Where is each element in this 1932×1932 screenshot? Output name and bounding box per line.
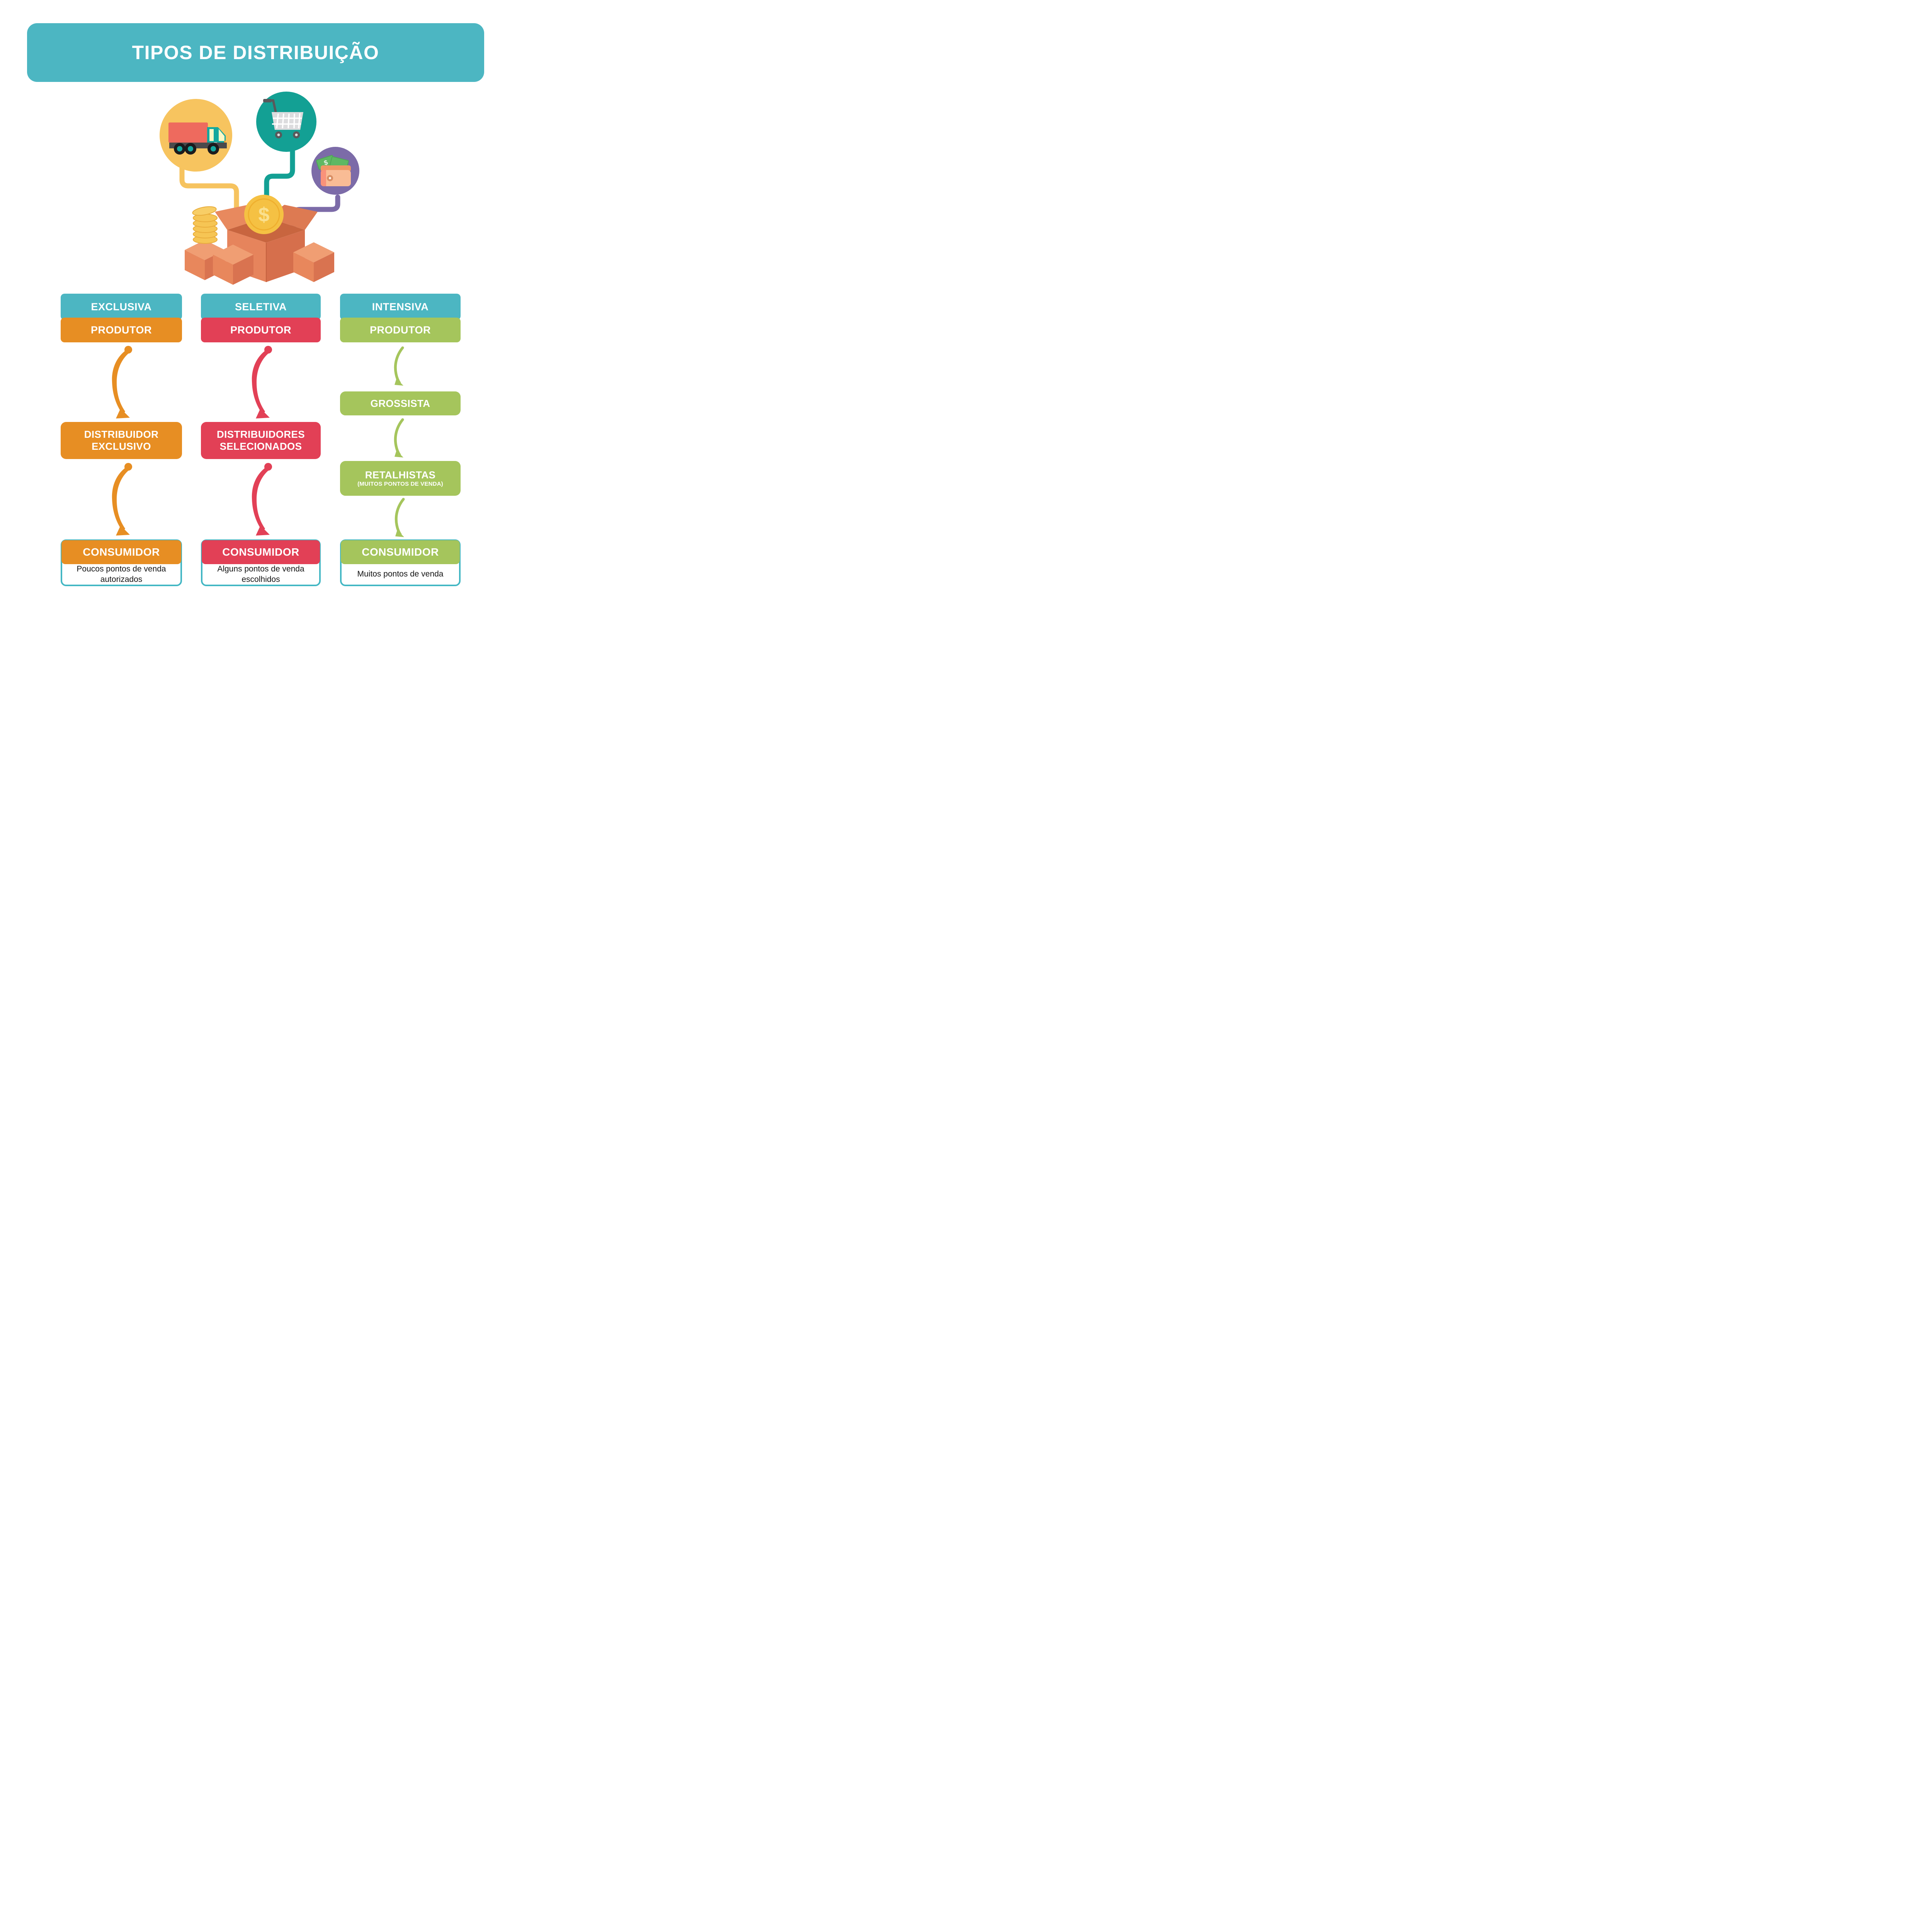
consumer-header: CONSUMIDOR bbox=[61, 540, 181, 564]
exclusiva-distributor-box: DISTRIBUIDOR EXCLUSIVO bbox=[61, 422, 182, 459]
curved-arrow-down-icon bbox=[252, 346, 272, 418]
distribution-illustration: $ $ bbox=[160, 92, 359, 285]
producer-label: PRODUTOR bbox=[90, 324, 152, 336]
seletiva-distributors-box: DISTRIBUIDORES SELECIONADOS bbox=[201, 422, 321, 459]
distributor-line1: DISTRIBUIDOR bbox=[84, 429, 159, 440]
consumer-note: Alguns pontos de venda escolhidos bbox=[217, 564, 304, 584]
package-cube-right bbox=[293, 242, 334, 282]
consumer-header: CONSUMIDOR bbox=[341, 540, 460, 564]
column-intensiva-type-band: INTENSIVA bbox=[340, 294, 461, 320]
consumer-label: CONSUMIDOR bbox=[83, 546, 160, 558]
teal-connector-line bbox=[264, 148, 295, 231]
distributor-line2: EXCLUSIVO bbox=[92, 440, 151, 452]
consumer-label: CONSUMIDOR bbox=[362, 546, 439, 558]
distributor-line1: DISTRIBUIDORES bbox=[216, 429, 305, 440]
type-label: INTENSIVA bbox=[372, 301, 429, 313]
exclusiva-consumer-box: CONSUMIDOR Poucos pontos de venda autori… bbox=[61, 539, 182, 586]
small-curved-arrow-down-icon bbox=[394, 346, 404, 386]
intensiva-consumer-box: CONSUMIDOR Muitos pontos de venda bbox=[340, 539, 461, 586]
delivery-truck-icon bbox=[168, 122, 227, 155]
column-seletiva-type-band: SELETIVA bbox=[201, 294, 321, 320]
package-cube-front bbox=[213, 245, 253, 285]
dollar-coin-icon: $ bbox=[244, 195, 284, 234]
producer-label: PRODUTOR bbox=[230, 324, 291, 336]
title-banner: TIPOS DE DISTRIBUIÇÃO bbox=[27, 23, 484, 82]
wholesaler-label: GROSSISTA bbox=[370, 397, 430, 409]
consumer-note: Muitos pontos de venda bbox=[357, 570, 444, 579]
column-exclusiva-producer-band: PRODUTOR bbox=[61, 318, 182, 342]
wallet-circle: $ bbox=[311, 147, 359, 195]
curved-arrow-down-icon bbox=[112, 463, 132, 536]
consumer-note: Poucos pontos de venda autorizados bbox=[77, 564, 166, 584]
shopping-cart-icon bbox=[263, 99, 303, 138]
seletiva-consumer-box: CONSUMIDOR Alguns pontos de venda escolh… bbox=[201, 539, 321, 586]
truck-circle bbox=[160, 99, 232, 172]
type-label: EXCLUSIVA bbox=[91, 301, 152, 313]
wallet-icon: $ bbox=[316, 155, 351, 186]
retailer-line2: (MUITOS PONTOS DE VENDA) bbox=[357, 481, 443, 488]
consumer-header: CONSUMIDOR bbox=[202, 540, 320, 564]
curved-arrow-down-icon bbox=[112, 346, 132, 418]
retailer-line1: RETALHISTAS bbox=[365, 469, 436, 481]
small-curved-arrow-down-icon bbox=[394, 418, 404, 457]
intensiva-retailers-box: RETALHISTAS (MUITOS PONTOS DE VENDA) bbox=[340, 461, 461, 496]
curved-arrow-down-icon bbox=[252, 463, 272, 536]
small-curved-arrow-down-icon bbox=[395, 498, 405, 537]
coin-stack-icon bbox=[192, 206, 218, 244]
type-label: SELETIVA bbox=[235, 301, 287, 313]
yellow-connector-line bbox=[179, 165, 239, 227]
cart-circle bbox=[256, 92, 316, 152]
page-title: TIPOS DE DISTRIBUIÇÃO bbox=[132, 42, 379, 63]
column-seletiva-producer-band: PRODUTOR bbox=[201, 318, 321, 342]
coin-dollar-sign: $ bbox=[259, 204, 270, 226]
producer-label: PRODUTOR bbox=[369, 324, 431, 336]
infographic-page: TIPOS DE DISTRIBUIÇÃO bbox=[0, 0, 518, 616]
distributor-line2: SELECIONADOS bbox=[219, 440, 302, 452]
intensiva-wholesaler-box: GROSSISTA bbox=[340, 391, 461, 415]
consumer-label: CONSUMIDOR bbox=[222, 546, 299, 558]
column-exclusiva-type-band: EXCLUSIVA bbox=[61, 294, 182, 320]
column-intensiva-producer-band: PRODUTOR bbox=[340, 318, 461, 342]
